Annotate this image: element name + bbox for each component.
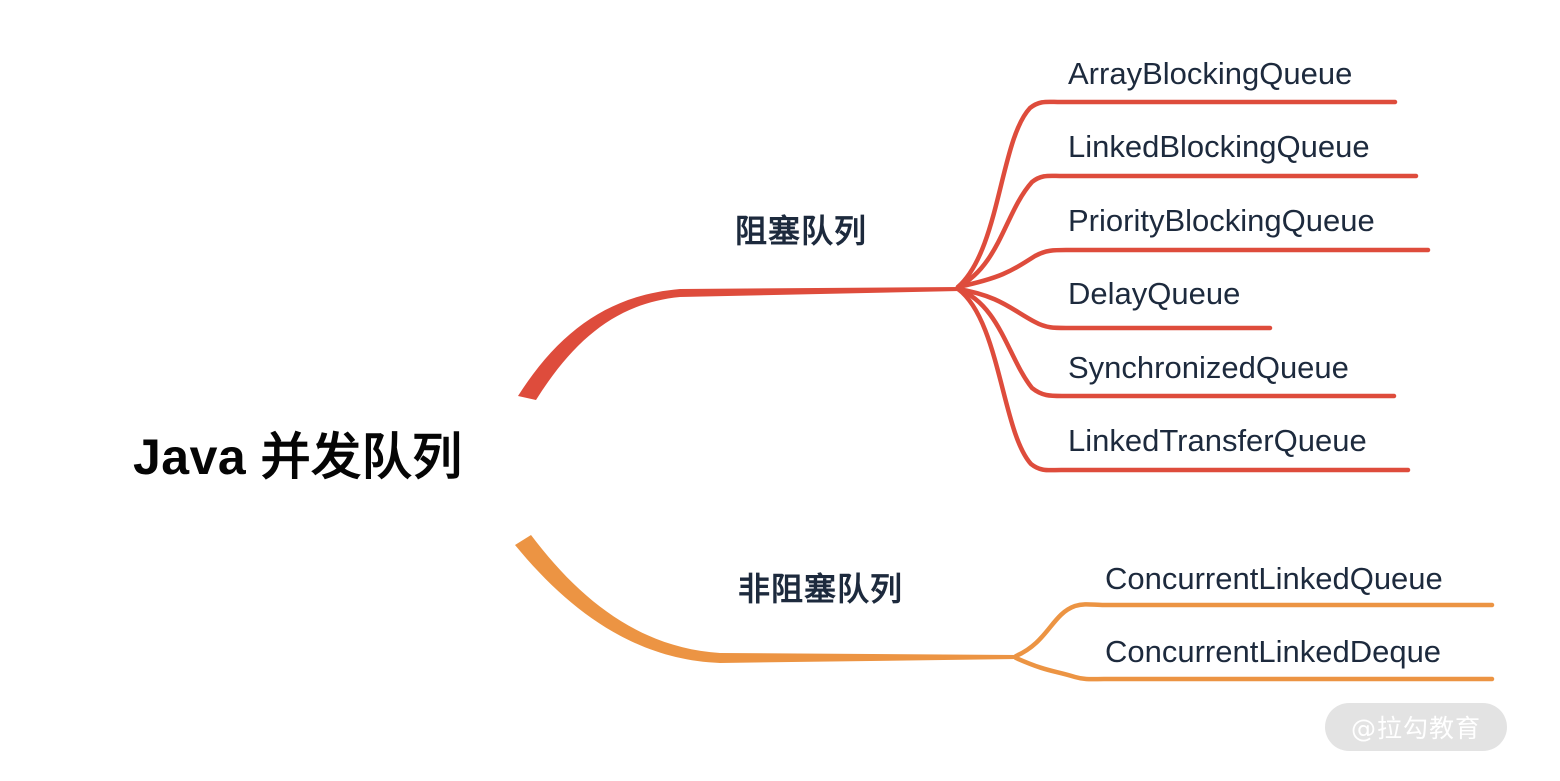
leaf-node-synchronized-queue: SynchronizedQueue <box>1068 350 1349 385</box>
leaf-node-linked-blocking-queue: LinkedBlockingQueue <box>1068 129 1370 164</box>
leaf-node-priority-blocking-queue: PriorityBlockingQueue <box>1068 203 1375 238</box>
leaf-node-delay-queue: DelayQueue <box>1068 276 1241 311</box>
branch-label-blocking: 阻塞队列 <box>735 213 868 249</box>
branch-label-nonblocking: 非阻塞队列 <box>738 571 904 607</box>
root-node-title: Java 并发队列 <box>133 429 463 485</box>
leaf-node-concurrent-linked-deque: ConcurrentLinkedDeque <box>1105 634 1442 669</box>
leaf-node-array-blocking-queue: ArrayBlockingQueue <box>1068 56 1353 91</box>
watermark-label: @拉勾教育 <box>1350 714 1481 743</box>
leaf-node-concurrent-linked-queue: ConcurrentLinkedQueue <box>1105 561 1443 596</box>
watermark-badge: @拉勾教育 <box>1325 703 1507 751</box>
leaf-node-linked-transfer-queue: LinkedTransferQueue <box>1068 423 1367 458</box>
trunk-blocking <box>518 287 960 400</box>
